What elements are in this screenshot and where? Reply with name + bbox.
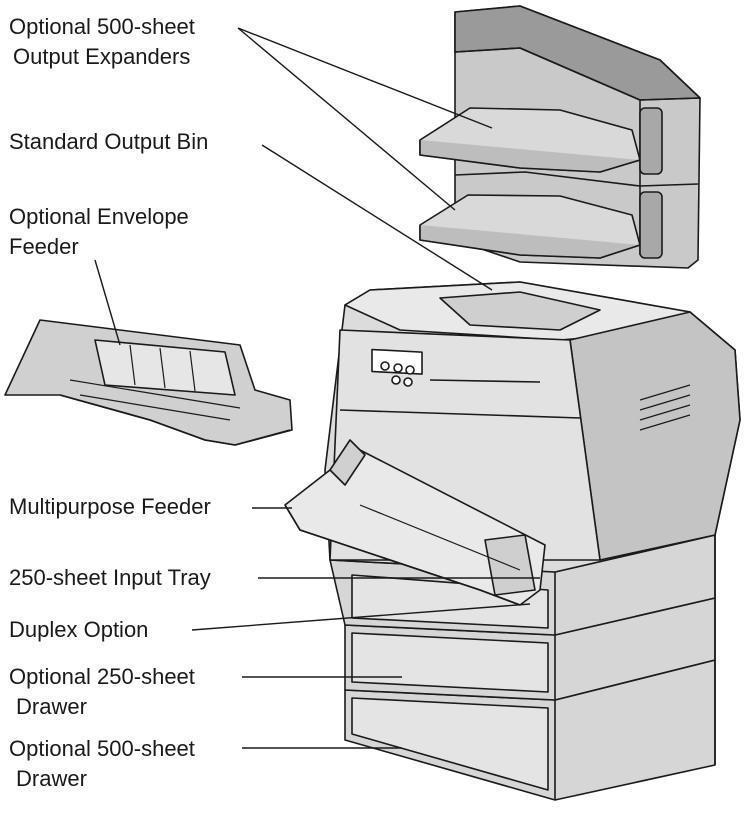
panel-button [391,375,401,385]
label-multipurpose-feeder: Multipurpose Feeder [9,494,211,519]
envelope-feeder-slot [94,339,236,396]
panel-button [403,377,413,387]
label-output-expanders-line2: Output Expanders [13,44,191,69]
panel-button [393,363,403,373]
label-drawer-500-line1: Optional 500-sheet [9,736,195,761]
panel-button [380,361,390,371]
leader-lines [94,27,540,749]
label-envelope-feeder-line1: Optional Envelope [9,204,189,229]
label-envelope-feeder-line2: Feeder [9,234,79,259]
label-duplex-option: Duplex Option [9,617,149,642]
label-output-expanders-line1: Optional 500-sheet [9,14,195,39]
label-drawer-500-line2: Drawer [16,766,87,791]
label-input-tray: 250-sheet Input Tray [9,565,211,590]
panel-button [405,365,415,375]
label-drawer-250-line1: Optional 250-sheet [9,664,195,689]
label-standard-output-bin: Standard Output Bin [9,129,209,154]
standard-output-bin [439,291,601,331]
label-drawer-250-line2: Drawer [16,694,87,719]
